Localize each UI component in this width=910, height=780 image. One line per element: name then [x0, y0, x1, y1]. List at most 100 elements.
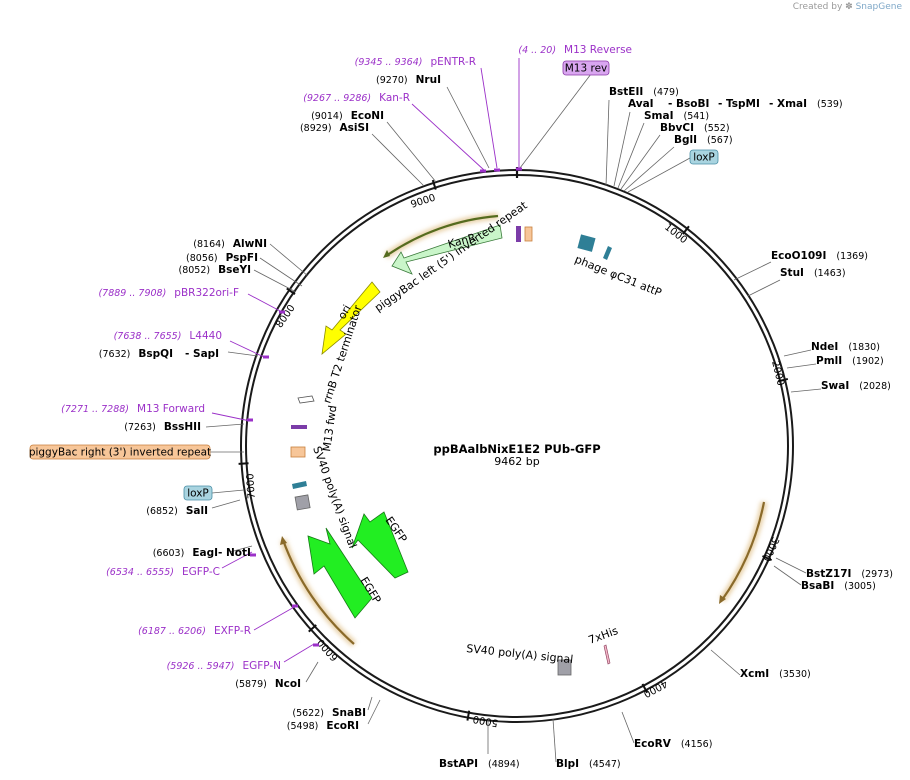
feature-loxp-left[interactable]	[292, 481, 307, 489]
site-label-econi[interactable]: (9014)EcoNI	[311, 110, 384, 122]
svg-text:NdeI(1830): NdeI(1830)	[811, 341, 880, 353]
svg-text:BlpI(4547): BlpI(4547)	[556, 758, 621, 770]
feature-rrnb-t2[interactable]	[297, 395, 315, 404]
watermark-prefix: Created by	[792, 2, 843, 12]
feature-pill-loxp[interactable]: loxP	[183, 485, 213, 501]
primer-label-m13forward[interactable]: (7271 .. 7288)M13 Forward	[61, 403, 205, 415]
site-label-swai[interactable]: SwaI(2028)	[821, 380, 891, 392]
feature-egfp-outer[interactable]	[307, 527, 373, 619]
feature-pill-piggybacright3invertedrepeat[interactable]: piggyBac right (3') inverted repeat	[29, 444, 211, 460]
svg-text:(9267 .. 9286)Kan-R: (9267 .. 9286)Kan-R	[303, 92, 410, 104]
site-label-stui[interactable]: StuI(1463)	[780, 267, 846, 279]
plasmid-length: 9462 bp	[494, 455, 539, 468]
site-label-bsobi[interactable]: - BsoBI	[668, 98, 709, 110]
site-label-sapi[interactable]: - SapI	[185, 348, 219, 360]
feature-7xhis[interactable]	[603, 644, 611, 665]
site-label-bbvci[interactable]: BbvCI(552)	[660, 122, 730, 134]
feature-kanr[interactable]	[391, 224, 503, 275]
svg-text:(4 .. 20)M13 Reverse: (4 .. 20)M13 Reverse	[518, 44, 632, 56]
svg-text:loxP: loxP	[693, 152, 715, 164]
primer-label-exfpr[interactable]: (6187 .. 6206)EXFP-R	[138, 625, 251, 637]
orf-right[interactable]	[721, 501, 766, 601]
svg-text:(8056)PspFI: (8056)PspFI	[186, 252, 258, 264]
plasmid-name: ppBAalbNixE1E2 PUb-GFP	[433, 442, 600, 456]
feature-sv40-polya-left[interactable]	[294, 494, 311, 511]
site-label-bstapi[interactable]: BstAPI(4894)	[439, 758, 520, 770]
feature-ori[interactable]	[321, 281, 381, 355]
site-label-xmai[interactable]: - XmaI(539)	[769, 98, 843, 110]
feature-label-m13-fwd: M13 fwd	[320, 404, 339, 452]
svg-text:(7271 .. 7288)M13 Forward: (7271 .. 7288)M13 Forward	[61, 403, 205, 415]
site-label-bsshii[interactable]: (7263)BssHII	[124, 421, 201, 433]
svg-text:EcoO109I(1369): EcoO109I(1369)	[771, 250, 868, 262]
tick-mark	[777, 377, 789, 383]
site-label-ecori[interactable]: (5498)EcoRI	[287, 720, 359, 732]
feature-loxp-right[interactable]	[603, 246, 612, 260]
site-label-bsabi[interactable]: BsaBI(3005)	[801, 580, 876, 592]
svg-text:(5622)SnaBI: (5622)SnaBI	[292, 707, 366, 719]
feature-pill-m13rev[interactable]: M13 rev	[562, 60, 610, 76]
feature-label-attp: phage φC31 attP	[573, 253, 664, 300]
tick-mark	[308, 624, 317, 633]
primer-site-marker	[516, 167, 522, 171]
feature-piggybac-right-box[interactable]	[290, 446, 306, 458]
svg-text:(8052)BseYI: (8052)BseYI	[179, 264, 251, 276]
primer-site-marker	[247, 418, 253, 422]
primer-label-egfpn[interactable]: (5926 .. 5947)EGFP-N	[167, 660, 281, 672]
site-label-pmli[interactable]: PmlI(1902)	[816, 355, 884, 367]
tick-mark	[641, 683, 649, 694]
site-label-bspqi[interactable]: (7632)BspQI	[99, 348, 173, 360]
site-label-xcmi[interactable]: XcmI(3530)	[740, 668, 811, 680]
site-label-alwni[interactable]: (8164)AlwNI	[193, 238, 267, 250]
primer-label-kanr[interactable]: (9267 .. 9286)Kan-R	[303, 92, 410, 104]
site-label-bsteii[interactable]: BstEII(479)	[609, 86, 679, 98]
tick-mark	[286, 287, 296, 295]
site-label-pspfi[interactable]: (8056)PspFI	[186, 252, 258, 264]
tick-mark	[681, 225, 690, 235]
feature-m13-rev-mark[interactable]	[516, 226, 521, 242]
orf-kanr[interactable]	[385, 214, 499, 257]
site-label-tspmi[interactable]: - TspMI	[718, 98, 760, 110]
site-label-bseyi[interactable]: (8052)BseYI	[179, 264, 251, 276]
feature-sv40-polya-bottom[interactable]	[557, 659, 572, 676]
site-label-sali[interactable]: (6852)SalI	[146, 505, 208, 517]
site-label-bgli[interactable]: BglI(567)	[674, 134, 733, 146]
site-label-ecorv[interactable]: EcoRV(4156)	[634, 738, 712, 750]
tick-label: 7000	[245, 473, 258, 499]
primer-site-marker	[494, 168, 500, 172]
feature-label-7xhis: 7xHis	[587, 624, 620, 647]
feature-attp-box[interactable]	[577, 234, 596, 252]
site-label-avai[interactable]: AvaI	[628, 98, 654, 110]
primer-label-pbr322orif[interactable]: (7889 .. 7908)pBR322ori-F	[98, 287, 239, 299]
primer-label-pentrr[interactable]: (9345 .. 9364)pENTR-R	[355, 56, 476, 68]
site-label-noti[interactable]: - NotI	[218, 547, 251, 559]
feature-piggybac-left-box[interactable]	[524, 226, 533, 242]
site-label-nrui[interactable]: (9270)NruI	[376, 74, 441, 86]
snapgene-watermark: Created by ✽ SnapGene	[793, 2, 902, 12]
primer-label-egfpc[interactable]: (6534 .. 6555)EGFP-C	[106, 566, 220, 578]
site-label-bstz17i[interactable]: BstZ17I(2973)	[806, 568, 893, 580]
svg-text:(7889 .. 7908)pBR322ori-F: (7889 .. 7908)pBR322ori-F	[98, 287, 239, 299]
site-label-eagi[interactable]: (6603)EagI	[153, 547, 218, 559]
tick-label: 2000	[769, 360, 786, 387]
site-label-snabi[interactable]: (5622)SnaBI	[292, 707, 366, 719]
site-label-asisi[interactable]: (8929)AsiSI	[300, 122, 369, 134]
feature-egfp-inner[interactable]	[351, 511, 409, 579]
site-label-ncoi[interactable]: (5879)NcoI	[235, 678, 301, 690]
svg-text:(5926 .. 5947)EGFP-N: (5926 .. 5947)EGFP-N	[167, 660, 281, 672]
primer-label-m13reverse[interactable]: (4 .. 20)M13 Reverse	[518, 44, 632, 56]
svg-text:BstAPI(4894): BstAPI(4894)	[439, 758, 520, 770]
site-label-blpi[interactable]: BlpI(4547)	[556, 758, 621, 770]
primer-label-l4440[interactable]: (7638 .. 7655)L4440	[114, 330, 222, 342]
tick-mark	[466, 710, 471, 721]
orf-egfp[interactable]	[281, 539, 355, 645]
svg-text:(8929)AsiSI: (8929)AsiSI	[300, 122, 369, 134]
feature-m13-fwd[interactable]	[291, 425, 307, 429]
site-label-smai[interactable]: SmaI(541)	[644, 110, 709, 122]
site-label-ecoo109i[interactable]: EcoO109I(1369)	[771, 250, 868, 262]
site-label-ndei[interactable]: NdeI(1830)	[811, 341, 880, 353]
feature-pill-loxp[interactable]: loxP	[689, 149, 719, 165]
svg-text:M13 rev: M13 rev	[565, 63, 608, 75]
feature-label-piggybac-left: piggyBac left (5') inverted repeat	[372, 198, 530, 314]
